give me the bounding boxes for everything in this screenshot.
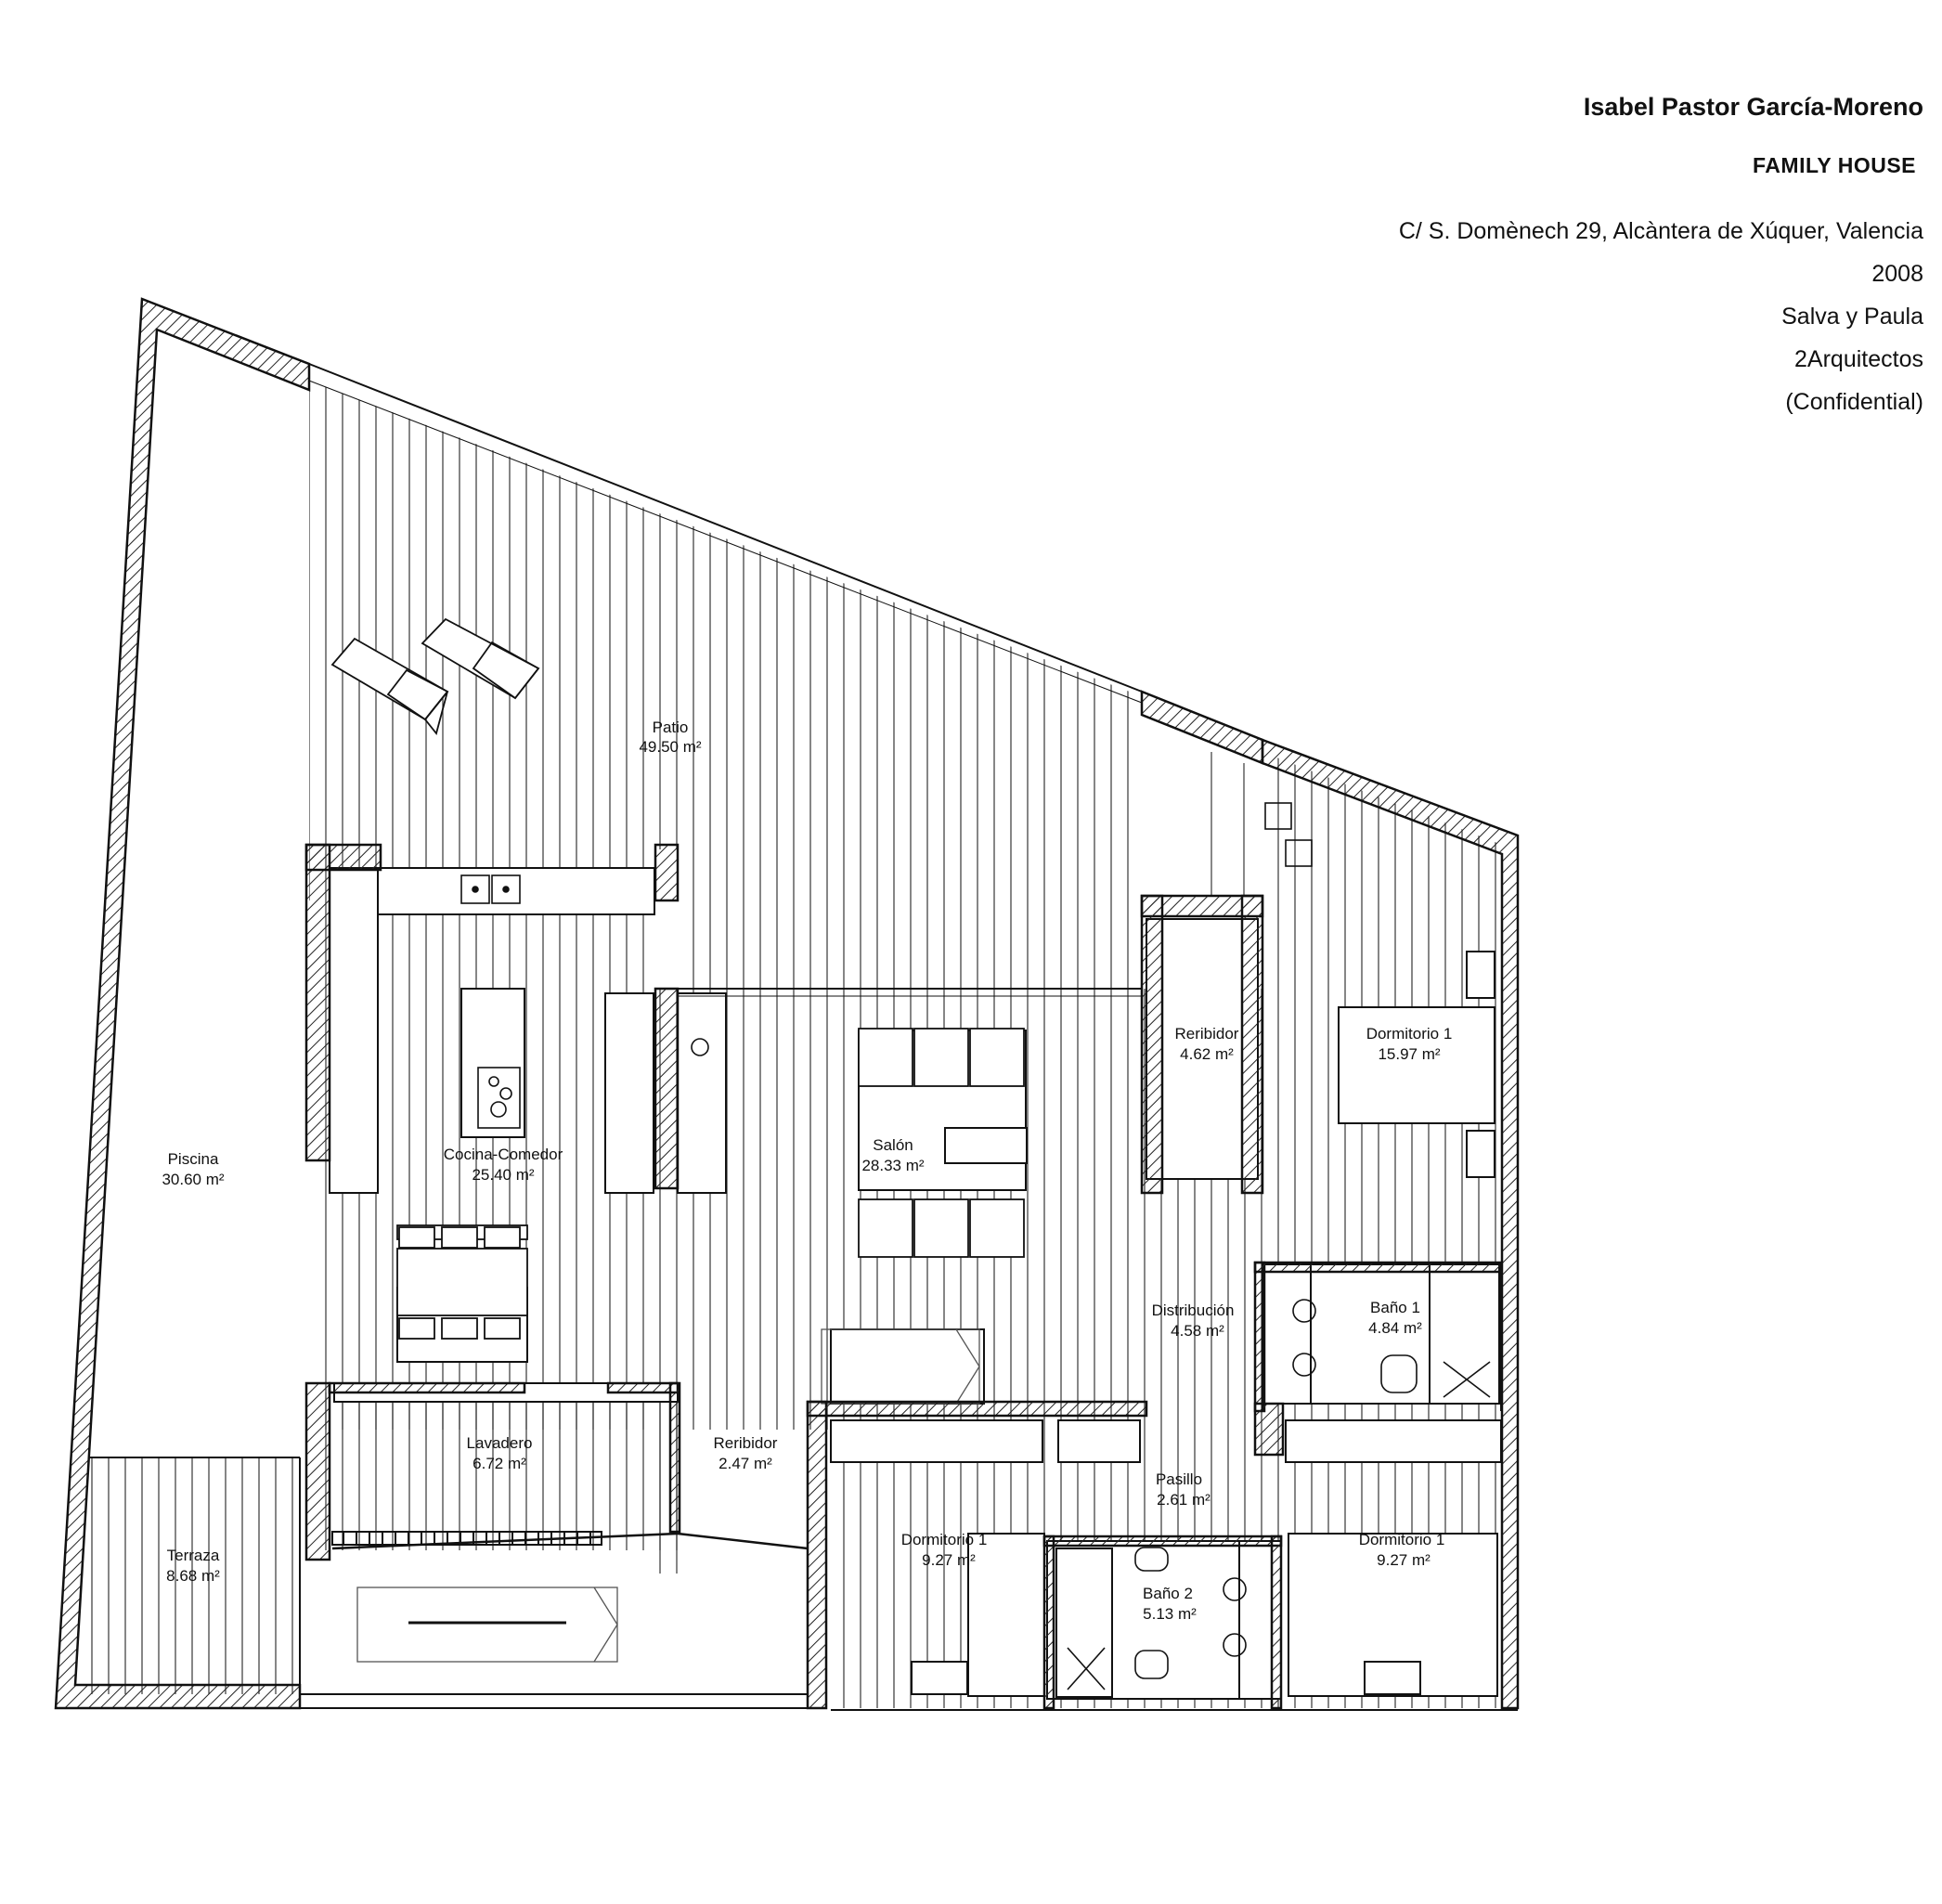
room-patio-area: 49.50 m²: [639, 738, 701, 756]
project-client: Salva y Paula: [1781, 304, 1923, 330]
room-labels: Patio 49.50 m² Piscina 30.60 m² Cocina-C…: [162, 719, 1452, 1623]
sun-loungers: [330, 617, 540, 735]
room-salon-area: 28.33 m²: [861, 1157, 924, 1174]
room-dormitorio-right-area: 9.27 m²: [1377, 1551, 1431, 1569]
room-rebidor2-name: Reribidor: [714, 1434, 778, 1452]
room-dormitorio-left-name: Dormitorio 1: [901, 1531, 988, 1548]
room-rebidor1-name: Reribidor: [1175, 1025, 1239, 1043]
room-terraza-area: 8.68 m²: [166, 1567, 220, 1585]
room-bano1-name: Baño 1: [1370, 1299, 1420, 1316]
room-dormitorio-right-name: Dormitorio 1: [1359, 1531, 1445, 1548]
project-title: FAMILY HOUSE: [1753, 153, 1916, 177]
room-patio-name: Patio: [653, 719, 689, 736]
outlines: [88, 363, 1518, 1711]
room-bano2-area: 5.13 m²: [1143, 1605, 1197, 1623]
dining-set: [396, 1028, 1025, 1340]
staircase: [356, 1328, 980, 1663]
room-lavadero-name: Lavadero: [467, 1434, 533, 1452]
project-firm: 2Arquitectos: [1794, 346, 1923, 372]
project-year: 2008: [1871, 261, 1923, 287]
room-piscina-name: Piscina: [168, 1150, 219, 1168]
room-dormitorio-main-name: Dormitorio 1: [1366, 1025, 1453, 1043]
room-piscina-area: 30.60 m²: [162, 1171, 224, 1188]
radiator-grille: [331, 1531, 602, 1546]
room-distribucion-area: 4.58 m²: [1171, 1322, 1224, 1340]
room-dormitorio-left-area: 9.27 m²: [922, 1551, 976, 1569]
room-distribucion-name: Distribución: [1152, 1302, 1235, 1319]
title-block: Isabel Pastor García-Moreno FAMILY HOUSE…: [1399, 93, 1923, 423]
appliance-details: [460, 802, 1491, 1690]
room-pasillo-area: 2.61 m²: [1157, 1491, 1211, 1509]
room-bano2-name: Baño 2: [1143, 1585, 1193, 1602]
room-rebidor1-area: 4.62 m²: [1180, 1045, 1234, 1063]
room-lavadero-area: 6.72 m²: [473, 1455, 526, 1472]
room-cocina-name: Cocina-Comedor: [444, 1146, 563, 1163]
project-address: C/ S. Domènech 29, Alcàntera de Xúquer, …: [1398, 218, 1923, 244]
room-cocina-area: 25.40 m²: [472, 1166, 534, 1184]
fixtures: [302, 867, 1502, 1700]
walls: [54, 297, 1520, 1710]
confidential-note: (Confidential): [1785, 389, 1923, 415]
room-pasillo-name: Pasillo: [1156, 1470, 1202, 1488]
room-bano1-area: 4.84 m²: [1368, 1319, 1422, 1337]
room-dormitorio-main-area: 15.97 m²: [1378, 1045, 1440, 1063]
room-terraza-name: Terraza: [167, 1547, 220, 1564]
room-rebidor2-area: 2.47 m²: [719, 1455, 772, 1472]
architect-name: Isabel Pastor García-Moreno: [1583, 93, 1923, 121]
room-salon-name: Salón: [873, 1136, 913, 1154]
